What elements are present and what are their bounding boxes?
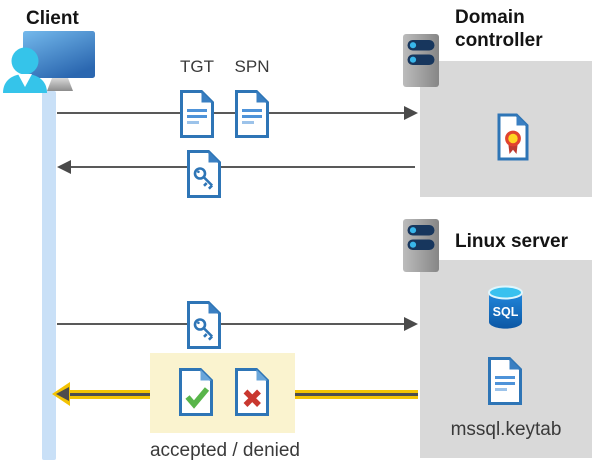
keytab-filename-label: mssql.keytab bbox=[450, 419, 562, 440]
key-ticket-document-icon bbox=[187, 301, 221, 349]
client-label: Client bbox=[26, 8, 79, 29]
denied-document-icon bbox=[235, 368, 269, 416]
client-to-linux-arrow-line bbox=[57, 323, 409, 325]
accepted-denied-label: accepted / denied bbox=[149, 440, 300, 461]
domain-controller-server-icon bbox=[403, 34, 439, 87]
client-to-linux-arrowhead-icon bbox=[404, 317, 418, 331]
linux-server-icon bbox=[403, 219, 439, 272]
linux-server-label: Linux server bbox=[455, 231, 568, 252]
domain-controller-label-line2: controller bbox=[455, 30, 543, 51]
client-to-dc-arrowhead-icon bbox=[404, 106, 418, 120]
key-ticket-document-icon bbox=[187, 150, 221, 198]
result-highlight-box bbox=[150, 353, 295, 433]
linux-to-client-highlight-arrowhead-inner-icon bbox=[56, 387, 69, 401]
spn-document-icon bbox=[235, 90, 269, 138]
dc-to-client-arrowhead-icon bbox=[57, 160, 71, 174]
client-timeline-bar bbox=[42, 91, 56, 460]
sql-database-icon: SQL bbox=[488, 285, 523, 329]
client-workstation-user-icon bbox=[3, 31, 95, 93]
domain-controller-label: Domain controller bbox=[455, 6, 543, 52]
spn-label: SPN bbox=[234, 57, 270, 76]
tgt-document-icon bbox=[180, 90, 214, 138]
client-to-dc-arrow-line bbox=[57, 112, 409, 114]
accepted-document-icon bbox=[179, 368, 213, 416]
certificate-document-icon bbox=[497, 113, 529, 161]
dc-to-client-arrow-line bbox=[68, 166, 415, 168]
keytab-document-icon bbox=[488, 357, 522, 405]
sql-badge-text: SQL bbox=[493, 305, 519, 319]
tgt-label: TGT bbox=[180, 57, 214, 76]
domain-controller-label-line1: Domain bbox=[455, 7, 525, 28]
